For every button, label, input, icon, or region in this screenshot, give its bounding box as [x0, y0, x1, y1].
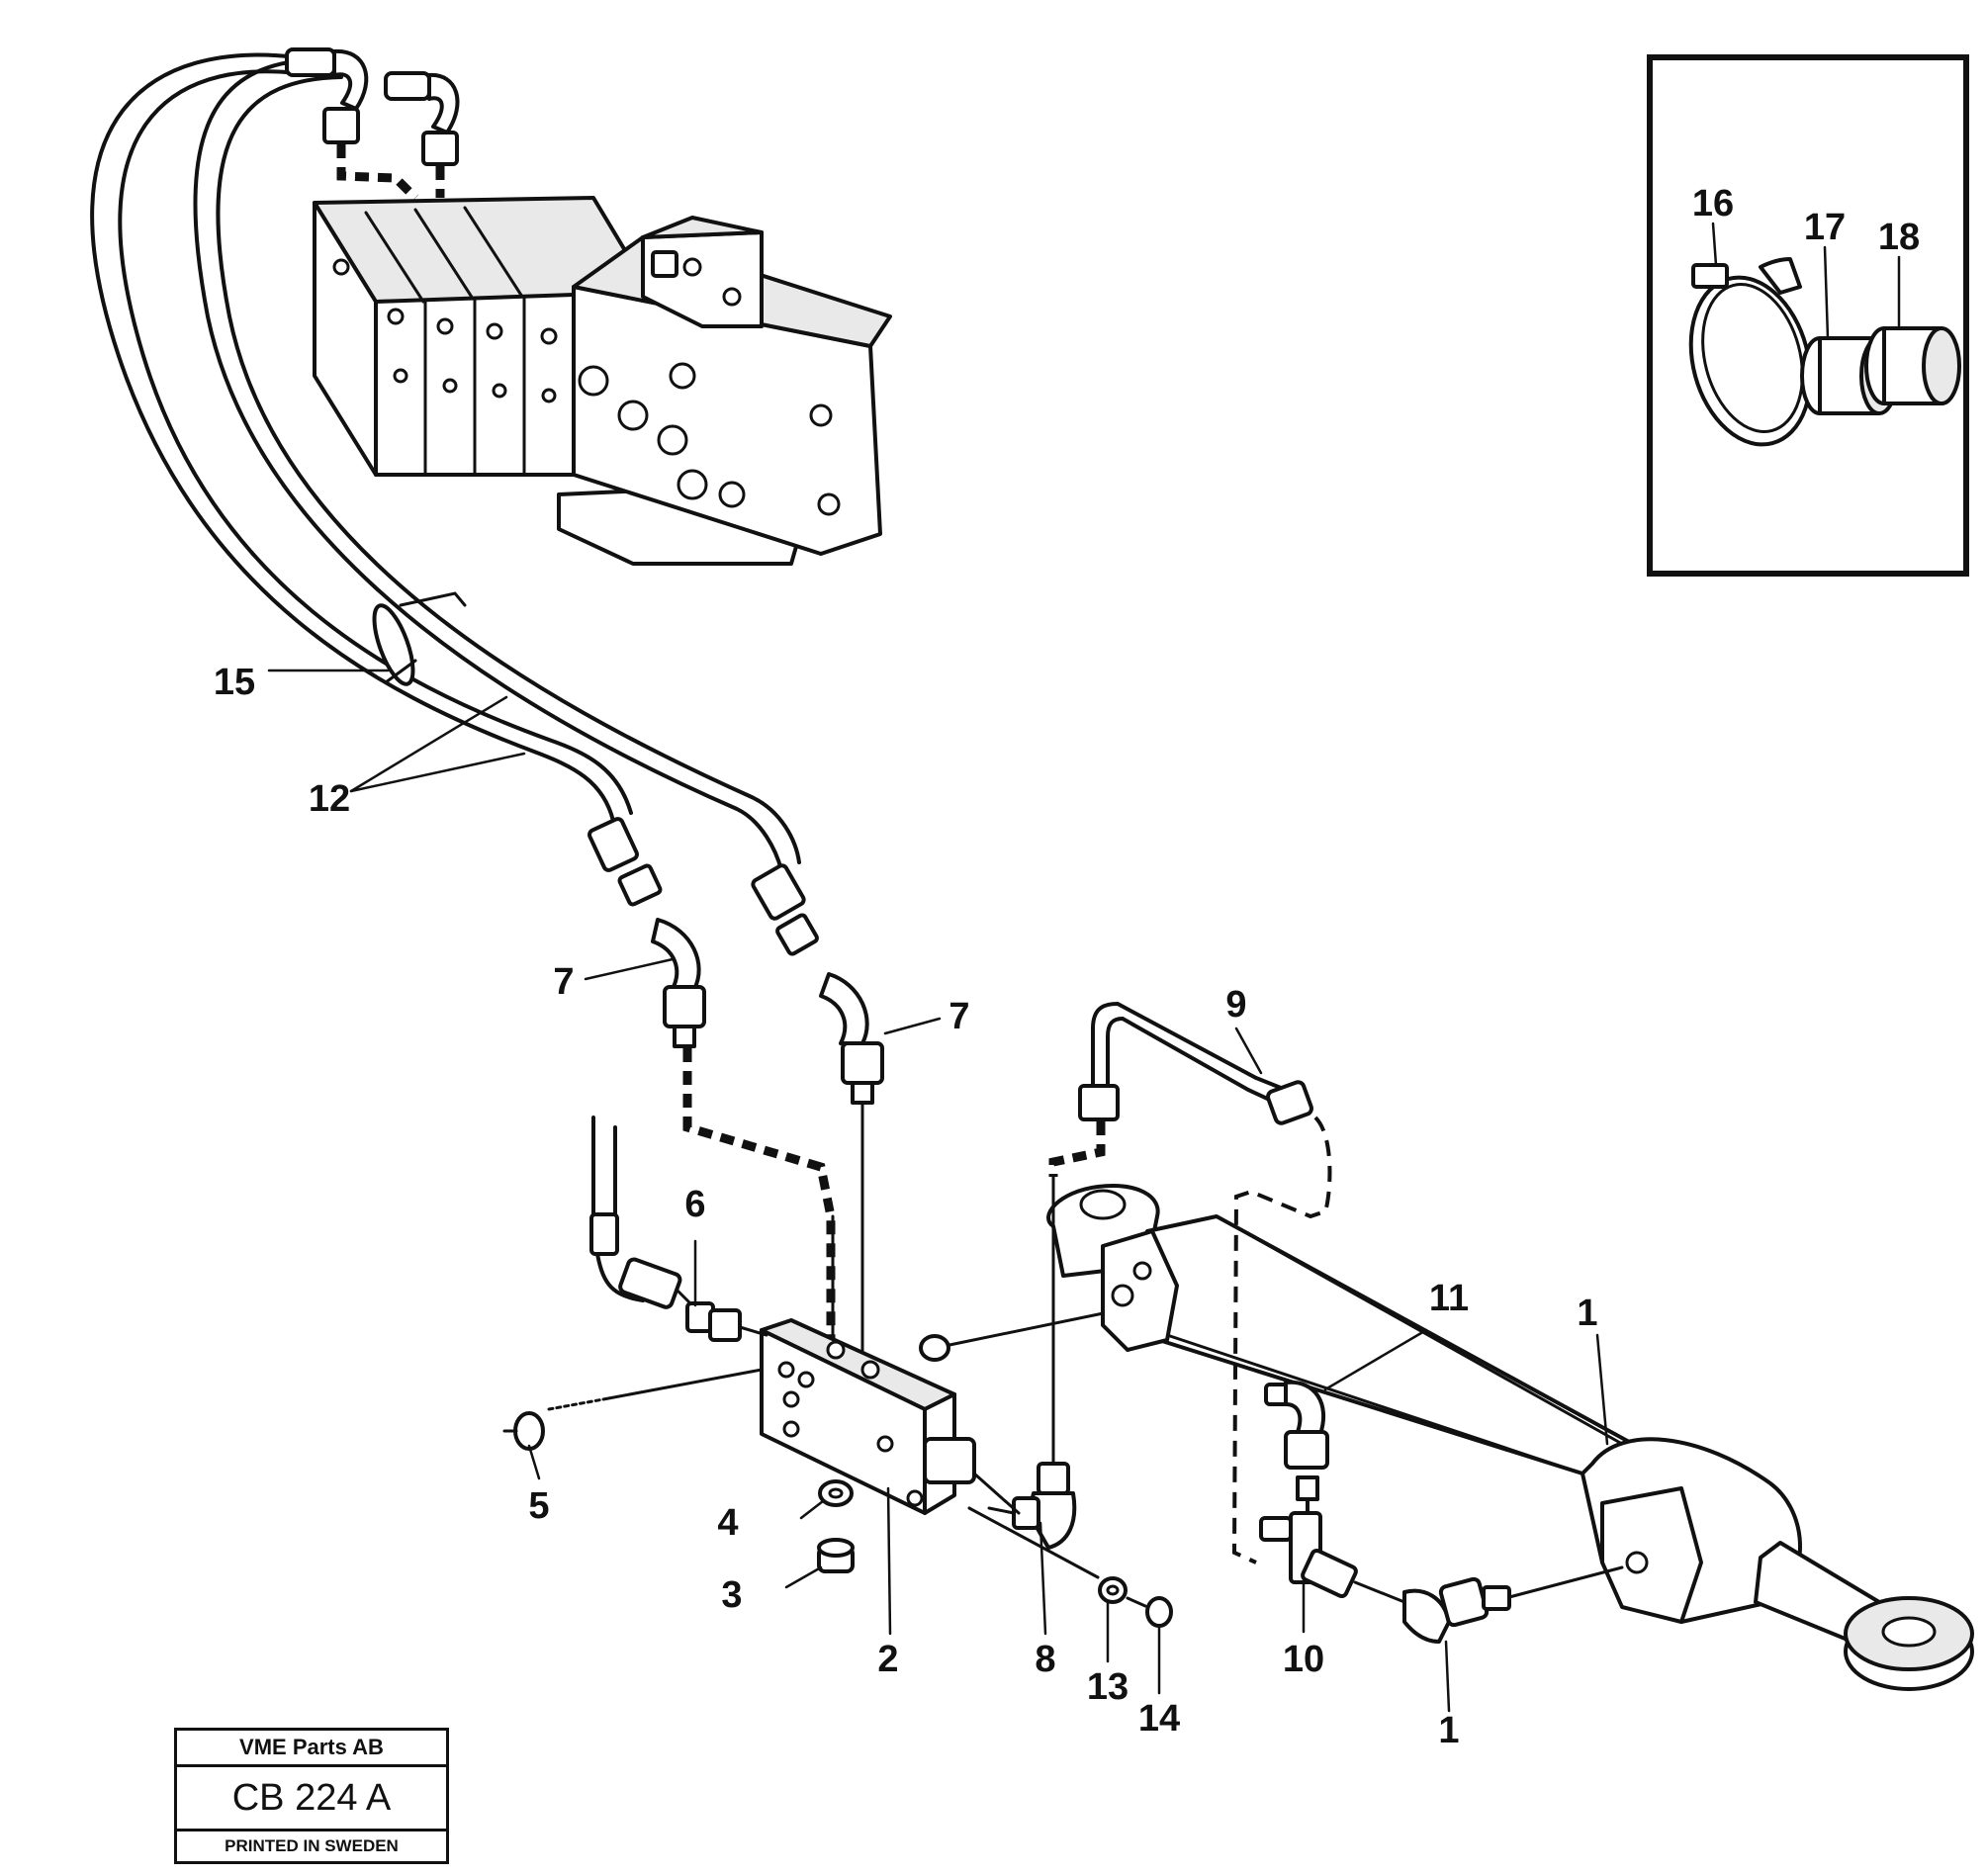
callout-8: 8	[1035, 1639, 1055, 1680]
plug-3	[817, 1538, 855, 1573]
elbow-fitting-7-right	[819, 972, 884, 1105]
callout-labels: 1 1 2 3 4 5 6 7 7 8 9 10 11 12 13 14 15 …	[214, 183, 1920, 1751]
leader-lines	[267, 222, 1901, 1713]
plug-14	[1126, 1596, 1173, 1628]
elbow-fitting-7-left	[651, 918, 706, 1048]
callout-1: 1	[1577, 1293, 1597, 1334]
lower-hose-fittings	[587, 817, 819, 956]
callout-18: 18	[1878, 217, 1920, 258]
title-stamp: VME Parts AB CB 224 A PRINTED IN SWEDEN	[174, 1728, 449, 1864]
elbow-11	[1264, 1380, 1329, 1501]
callout-5: 5	[528, 1485, 549, 1527]
hose-to-fitting-6	[589, 1116, 694, 1309]
callout-4: 4	[717, 1502, 738, 1544]
callout-13: 13	[1087, 1666, 1129, 1708]
pipe-9	[1048, 1001, 1332, 1564]
callout-16: 16	[1692, 183, 1734, 224]
elbow-fitting-1	[1402, 1565, 1624, 1644]
fitting-6	[685, 1301, 768, 1342]
hose-pair-12	[90, 52, 801, 872]
callout-1: 1	[1438, 1710, 1459, 1751]
callout-2: 2	[877, 1639, 898, 1680]
o-ring	[919, 1334, 950, 1362]
bolt-5	[502, 1368, 764, 1451]
stamp-printed-in: PRINTED IN SWEDEN	[225, 1836, 399, 1855]
callout-10: 10	[1283, 1639, 1324, 1680]
stamp-company: VME Parts AB	[177, 1731, 446, 1767]
inset-clamp-detail	[1647, 54, 1969, 577]
cylinder-1	[1046, 1184, 1974, 1691]
callout-11: 11	[1429, 1278, 1469, 1319]
valve-block-2	[760, 1318, 976, 1515]
top-hose-fittings	[285, 47, 460, 202]
callout-17: 17	[1804, 207, 1846, 248]
callout-6: 6	[684, 1184, 705, 1225]
callout-15: 15	[214, 662, 255, 703]
tee-10	[1259, 1499, 1406, 1604]
control-valve	[313, 196, 892, 566]
callout-7: 7	[553, 961, 574, 1003]
callout-14: 14	[1138, 1698, 1180, 1740]
elbow-8	[972, 1175, 1077, 1550]
callout-9: 9	[1225, 984, 1246, 1026]
callout-7: 7	[948, 996, 969, 1037]
callout-12: 12	[309, 778, 350, 820]
hose-clamp-15	[372, 591, 467, 686]
callout-3: 3	[721, 1574, 742, 1616]
stamp-drawing-code: CB 224 A	[177, 1767, 446, 1831]
